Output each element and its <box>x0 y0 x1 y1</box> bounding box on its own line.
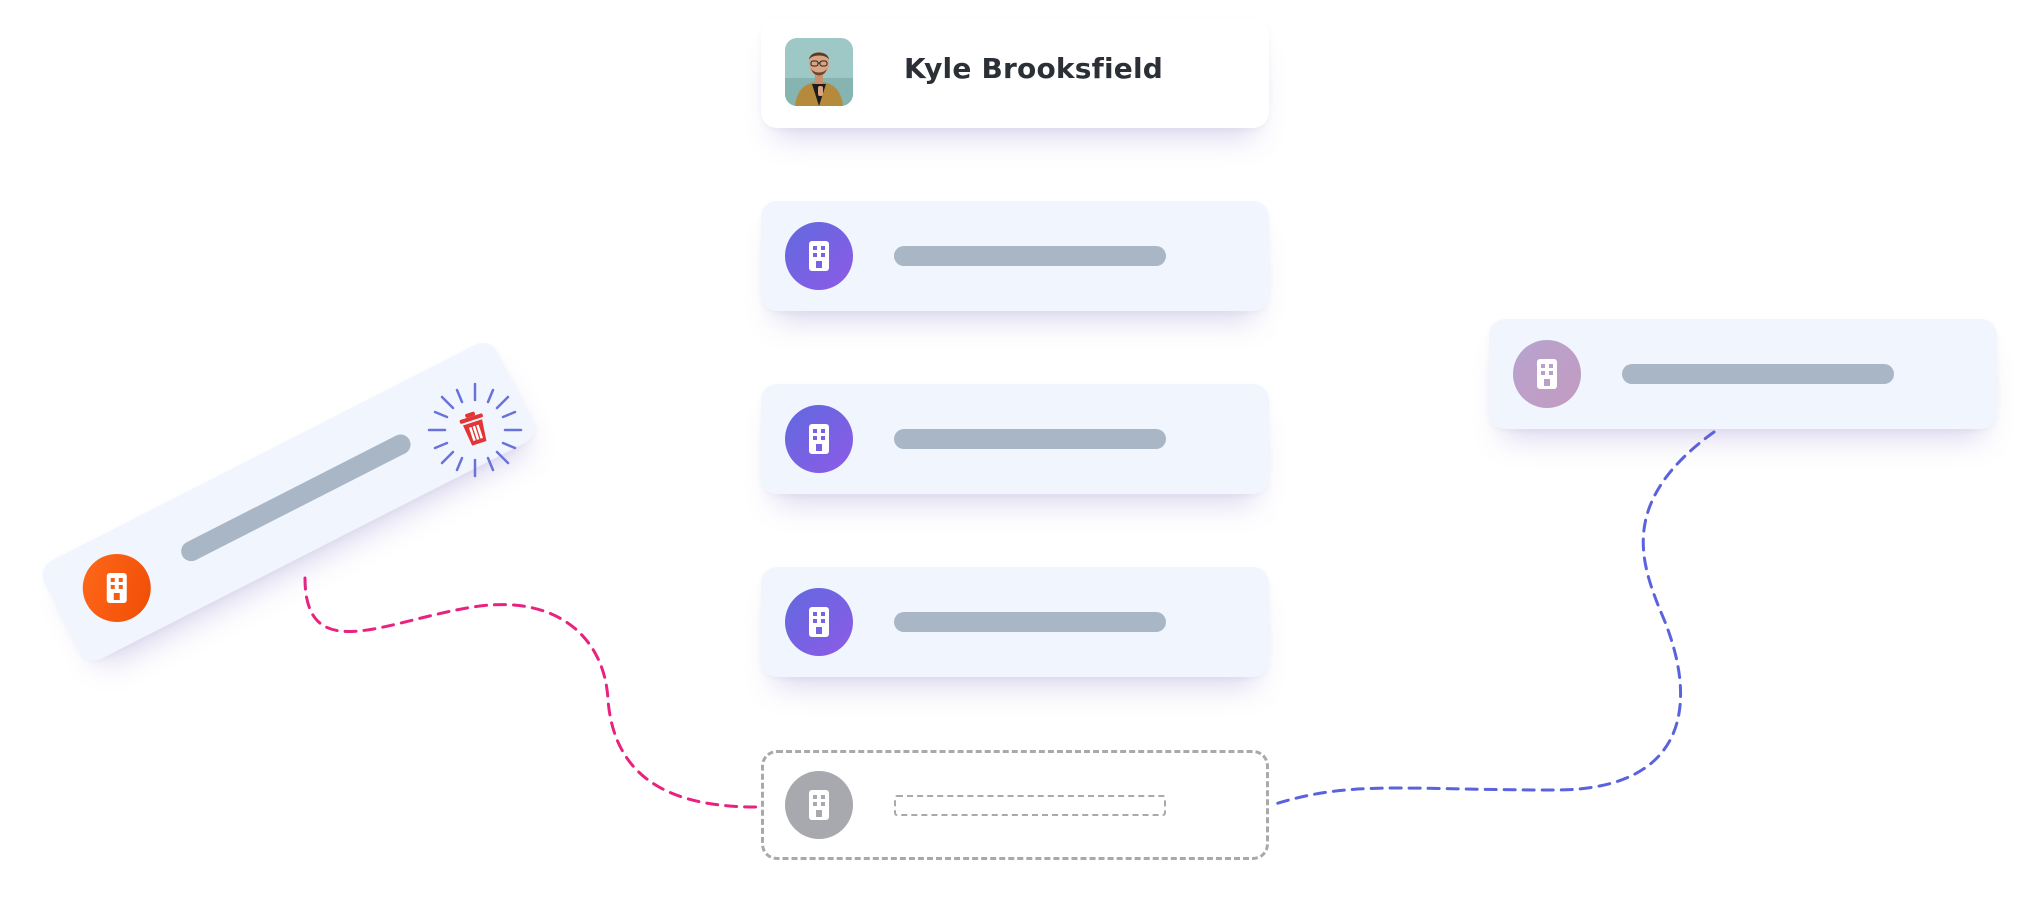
list-item[interactable] <box>761 201 1269 311</box>
building-icon <box>785 222 853 290</box>
profile-name: Kyle Brooksfield <box>904 52 1164 85</box>
building-icon <box>785 771 853 839</box>
avatar <box>785 38 853 106</box>
skeleton-text-bar <box>894 246 1166 266</box>
pink-dashed-connector <box>303 576 764 809</box>
drop-target-card[interactable] <box>761 750 1269 860</box>
dragged-card[interactable] <box>1489 319 1997 429</box>
skeleton-text-bar <box>1622 364 1894 384</box>
list-item[interactable] <box>761 384 1269 494</box>
blue-dashed-connector <box>1270 430 1716 807</box>
trash-icon[interactable] <box>425 380 525 480</box>
skeleton-text-placeholder <box>894 795 1166 816</box>
skeleton-text-bar <box>894 429 1166 449</box>
skeleton-text-bar <box>894 612 1166 632</box>
skeleton-text-bar <box>177 431 415 565</box>
profile-card[interactable]: Kyle Brooksfield <box>761 18 1269 128</box>
building-icon <box>1513 340 1581 408</box>
burst-lines-icon <box>427 382 523 478</box>
building-icon <box>785 405 853 473</box>
list-item[interactable] <box>761 567 1269 677</box>
person-photo-icon <box>785 38 853 106</box>
building-icon <box>785 588 853 656</box>
removed-card[interactable] <box>37 337 540 667</box>
building-icon <box>71 542 163 634</box>
